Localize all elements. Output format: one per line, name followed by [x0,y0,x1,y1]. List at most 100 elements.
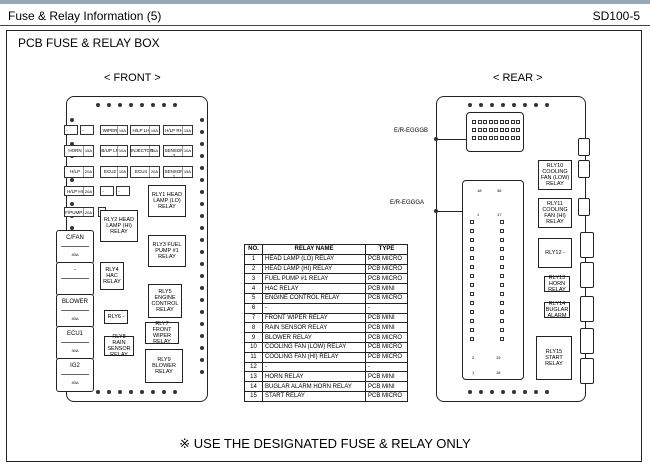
relay-block: RLY2 HEAD LAMP (HI) RELAY [100,210,138,242]
connector-pin [477,136,482,140]
table-cell: 4 [244,283,263,294]
connector-pin [470,337,474,341]
relay-block: RLY5 ENGINE CONTROL RELAY [148,284,182,318]
mount-dot [129,390,133,394]
connector-pin [499,120,504,124]
connector-pin [470,229,474,233]
mount-dot [490,103,494,107]
terminal-tab [580,328,594,354]
table-cell: PCB MICRO [365,263,408,275]
leader-dot [434,209,438,213]
page-code: SD100-5 [592,9,640,23]
table-cell: HEAD LAMP (HI) RELAY [262,263,366,275]
connector-pin [510,136,515,140]
pin-number: 1 [477,212,480,217]
mount-dot [468,390,472,394]
page-header: Fuse & Relay Information (5) SD100-5 [0,4,650,26]
fuse-slot: - [100,186,114,196]
fuse-slot: - [80,125,94,135]
table-cell: 9 [244,332,263,343]
mount-dot [545,103,549,107]
front-dot-row-bottom [96,390,180,394]
pin-number: 36 [497,188,502,193]
table-cell: 6 [244,302,263,314]
connector-pin [516,128,520,132]
table-cell: FRONT WIPER RELAY [262,312,366,324]
mount-dot [200,358,204,362]
mount-dot [200,346,204,350]
table-cell: START RELAY [262,390,366,402]
mount-dot [479,103,483,107]
relay-block: RLY15 START RELAY [536,336,572,380]
connector-pin [500,337,504,341]
relay-block: RLY8 RAIN SENSOR RELAY [104,334,134,358]
connector-pin [500,274,504,278]
mount-dot [200,226,204,230]
mount-dot [70,118,74,122]
connector-egggb [466,112,524,152]
table-cell: 8 [244,322,263,334]
mount-dot [173,390,177,394]
front-dot-row-top [96,103,180,107]
connector-pin [505,136,509,140]
table-cell: 14 [244,381,263,392]
mount-dot [479,390,483,394]
mount-dot [490,390,494,394]
terminal-tab [580,296,594,322]
connector-pin [477,128,482,132]
mount-dot [200,118,204,122]
mount-dot [545,390,549,394]
mount-dot [107,390,111,394]
mount-dot [200,142,204,146]
terminal-tab [580,232,594,258]
connector-pin [510,128,515,132]
table-cell: COOLING FAN (LOW) RELAY [262,341,366,353]
pin-number: 2 [472,355,475,360]
connector-pin [488,136,493,140]
mount-dot [118,103,122,107]
table-cell: PCB MINI [365,371,408,383]
table-cell: PCB MICRO [365,332,408,343]
mount-dot [512,103,516,107]
table-cell: 10 [244,341,263,353]
connector-pin [470,265,474,269]
table-cell: HEAD LAMP (LO) RELAY [262,253,366,265]
connector-pin [500,301,504,305]
mount-dot [96,103,100,107]
mount-dot [200,130,204,134]
connector-pin [470,310,474,314]
front-view-label: < FRONT > [104,72,161,84]
table-cell: COOLING FAN (HI) RELAY [262,351,366,363]
mount-dot [501,390,505,394]
mount-dot [501,103,505,107]
connector-pin [500,229,504,233]
relay-block: RLY7 FRONT WIPER RELAY [145,321,179,345]
table-cell: 3 [244,273,263,285]
rear-view-label: < REAR > [493,72,543,84]
mount-dot [151,103,155,107]
connector-pin [505,120,509,124]
table-cell: BLOWER RELAY [262,332,366,343]
table-cell: PCB MINI [365,283,408,294]
connector-pin [500,265,504,269]
table-cell: PCB MICRO [365,351,408,363]
relay-block: RLY4 HAC RELAY [100,262,124,290]
table-cell: 1 [244,253,263,265]
connector-pin [470,301,474,305]
connector-pin [488,128,493,132]
connector-pin [470,283,474,287]
